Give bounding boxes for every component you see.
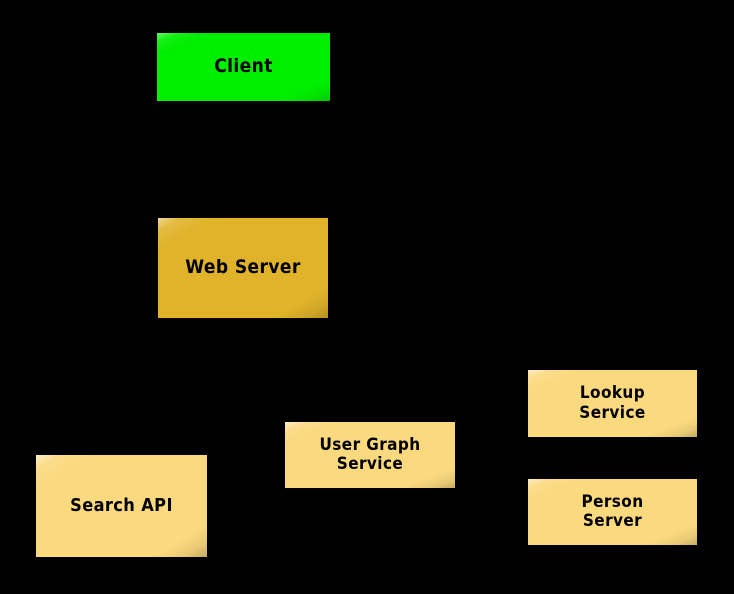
diagram-node-user-graph-service[interactable]: User Graph Service	[285, 422, 455, 488]
diagram-node-client[interactable]: Client	[157, 33, 330, 101]
node-label-lookup-service: Lookup Service	[579, 383, 646, 423]
node-label-person-server: Person Server	[581, 491, 644, 531]
node-label-user-graph-service: User Graph Service	[319, 434, 421, 474]
node-label-web-server: Web Server	[185, 256, 301, 279]
diagram-node-person-server[interactable]: Person Server	[528, 479, 697, 545]
diagram-node-search-api[interactable]: Search API	[36, 455, 207, 557]
diagram-node-web-server[interactable]: Web Server	[158, 218, 328, 318]
diagram-node-lookup-service[interactable]: Lookup Service	[528, 370, 697, 437]
node-label-client: Client	[214, 55, 273, 78]
node-label-search-api: Search API	[70, 494, 173, 516]
